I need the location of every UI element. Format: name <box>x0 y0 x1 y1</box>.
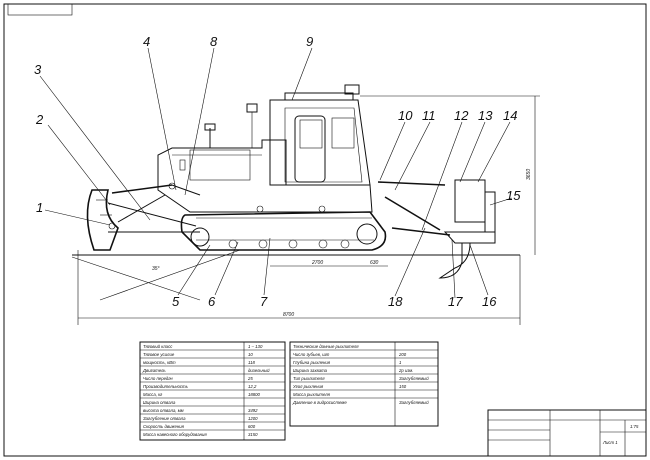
spec-value-cell: 118 <box>248 360 255 365</box>
beacon-light <box>204 123 216 131</box>
spec-name-cell: Ширина отвала <box>143 400 176 405</box>
ripper-cylinder-upper <box>377 181 446 186</box>
spec-value-cell: 1200 <box>248 416 258 421</box>
title-sheet: Лист 1 <box>602 440 618 445</box>
callout-4: 4 <box>143 34 150 49</box>
blade-lift-cylinder <box>111 184 173 194</box>
dim-blade-angle: 35° <box>152 266 160 272</box>
spec-name-cell: Производительность <box>143 384 189 389</box>
spec-value-cell: 600 <box>248 424 256 429</box>
spec-value-cell: 12,2 <box>248 384 257 389</box>
spec-value-cell: 3492 <box>248 408 258 413</box>
rear-ripper <box>377 179 496 279</box>
callout-10: 10 <box>398 108 413 123</box>
spec-value-cell: 150 <box>399 384 407 389</box>
callout-labels: 1 2 3 4 5 6 7 8 9 10 11 12 13 14 15 16 1… <box>34 34 521 309</box>
spec-name-cell: Тяговый класс <box>143 344 173 349</box>
spec-value-cell: 2р изм. <box>398 368 413 373</box>
callout-1: 1 <box>36 200 43 215</box>
operator-cab <box>269 84 371 186</box>
callout-8: 8 <box>210 34 218 49</box>
callout-14: 14 <box>503 108 517 123</box>
callout-2: 2 <box>35 112 44 127</box>
spec-name-cell: Технические данные рыхлителя <box>293 344 359 349</box>
dim-height: 3650 <box>526 169 532 180</box>
spec-name-cell: Число зубьев, шт <box>293 352 330 357</box>
spec-name-cell: Угол рыхления <box>293 384 324 389</box>
blade-cut-line <box>99 249 241 301</box>
callout-7: 7 <box>260 294 268 309</box>
leader-lines <box>39 47 513 299</box>
callout-6: 6 <box>208 294 216 309</box>
spec-name-cell: Тип рыхлителя <box>293 376 325 381</box>
spec-name-cell: Заглубление отвала <box>143 416 186 421</box>
front-idler-wheel <box>190 227 210 247</box>
callout-5: 5 <box>172 294 180 309</box>
callout-13: 13 <box>478 108 493 123</box>
dim-track-span: 2700 <box>311 260 323 266</box>
spec-name-cell: мощность, кВт <box>143 360 176 365</box>
spec-value-cell: Заглубляемый <box>399 376 429 381</box>
dim-overall-length: 8700 <box>283 312 294 318</box>
spec-name-cell: Число передач <box>143 376 173 381</box>
title-block: 1:75 Лист 1 <box>487 409 647 457</box>
spec-name-cell: Масса, кг <box>143 392 163 397</box>
dimension-lines: 8700 3650 2700 630 35° <box>77 95 540 325</box>
spec-value-cell: 1 – 130 <box>248 344 263 349</box>
corner-tag-box <box>7 3 73 16</box>
callout-11: 11 <box>422 108 436 123</box>
spec-value-cell: 200 <box>398 352 407 357</box>
spec-name-cell: Глубина рыхления <box>293 360 331 365</box>
spec-value-cell: 3150 <box>248 432 258 437</box>
spec-name-cell: Двигатель <box>142 368 166 373</box>
dim-rear-offset: 630 <box>370 260 379 266</box>
callout-12: 12 <box>454 108 469 123</box>
callout-17: 17 <box>448 294 463 309</box>
spec-name-cell: Тяговое усилие <box>143 352 175 357</box>
spec-name-cell: Скорость движения <box>143 424 185 429</box>
callout-3: 3 <box>34 62 42 77</box>
spec-value-cell: Заглубляемый <box>399 400 429 405</box>
track-assembly <box>180 205 387 251</box>
drive-sprocket <box>356 223 378 245</box>
cut-slope-line <box>71 256 201 301</box>
cab-door <box>294 115 326 183</box>
spec-value-cell: 10 <box>248 352 253 357</box>
callout-15: 15 <box>506 188 521 203</box>
title-scale: 1:75 <box>630 424 639 429</box>
callout-9: 9 <box>306 34 313 49</box>
spec-value-cell: 1 <box>399 360 402 365</box>
spec-value-cell: 25 <box>247 376 253 381</box>
spec-value-cell: 18800 <box>248 392 261 397</box>
callout-18: 18 <box>388 294 403 309</box>
spec-name-cell: Масса навесного оборудования <box>143 432 207 437</box>
tractor-body <box>157 103 373 213</box>
spec-name-cell: Давление в гидросистеме <box>292 400 347 405</box>
spec-value-cell: дизельный <box>248 368 270 373</box>
spec-name-cell: Ширина захвата <box>293 368 328 373</box>
spec-name-cell: Масса рыхлителя <box>293 392 331 397</box>
spec-name-cell: высота отвала, мм <box>143 408 184 413</box>
outer-frame <box>3 3 647 457</box>
ripper-cylinder-lower <box>384 196 441 231</box>
callout-16: 16 <box>482 294 497 309</box>
ripper-tooth <box>438 242 471 279</box>
